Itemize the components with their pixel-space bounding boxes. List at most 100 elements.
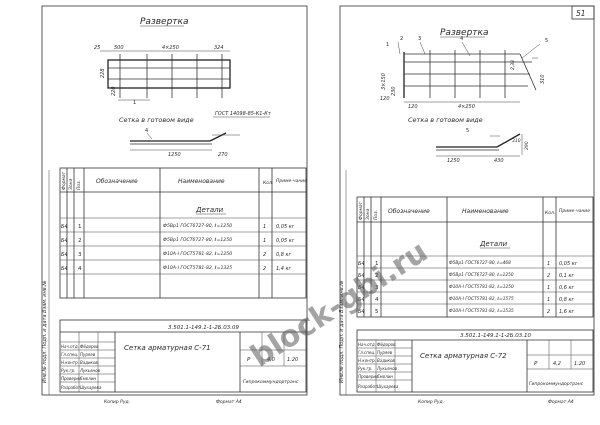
right-row-5-prim: 1,6 кг <box>559 309 575 315</box>
right-role-5: Разработ. <box>358 384 379 389</box>
right-row-3-prim: 0,6 кг <box>559 285 575 291</box>
left-dim-top-0: 25 <box>94 45 100 51</box>
right-row-4: Б4 4 Ф10А-I ГОСТ5781-82, ℓ=1575 1 0,8 кг <box>358 296 575 303</box>
left-mesh-unfolded <box>107 54 231 101</box>
left-row-4-prim: 1,4 кг <box>276 266 292 272</box>
right-role-3: Рук.гр. <box>358 366 372 371</box>
right-name-0: Фёдоров <box>377 342 396 347</box>
right-row-3-fmt: Б4 <box>358 285 365 291</box>
right-spec-table <box>356 196 594 318</box>
right-dim-bottom2-0: 1250 <box>447 158 460 164</box>
right-row-5-naim: Ф10А-I ГОСТ5781-82, ℓ=1535 <box>449 308 514 314</box>
right-row-1: Б4 1 Ф5Вр1 ГОСТ6727-80, ℓ=468 1 0,05 кг <box>358 260 578 267</box>
right-row-4-prim: 0,8 кг <box>559 297 575 303</box>
right-mesh-unfolded <box>403 50 538 103</box>
right-dim-left-0: 3×150 <box>381 73 387 90</box>
left-spec-table <box>59 167 307 299</box>
left-bottom-left: Копир Руд. <box>104 399 130 405</box>
right-row-1-kol: 1 <box>547 261 550 267</box>
left-row-4-pos: 4 <box>78 266 82 272</box>
left-org: Гипрокоммундортранс <box>243 379 299 385</box>
right-hdr-format: Формат <box>358 201 364 220</box>
right-name-3: Лукьянов <box>376 366 398 371</box>
left-dim-top-2: 4×250 <box>162 45 179 51</box>
right-row-5: Б4 5 Ф10А-I ГОСТ5781-82, ℓ=1535 2 1,6 кг <box>358 308 575 315</box>
left-row-3-naim: Ф10А-I ГОСТ5781-82, ℓ=1250 <box>163 251 232 257</box>
left-scale: 1:20 <box>287 357 298 363</box>
left-name-4: Смолин <box>80 376 96 381</box>
left-name-3: Лукьянов <box>79 368 101 373</box>
left-sheet-ref-small: ГОСТ 14098-85-К1-Кт <box>215 111 272 117</box>
left-name-0: Фёдоров <box>80 344 99 349</box>
right-role-4: Проверил <box>358 374 379 379</box>
right-row-5-kol: 2 <box>547 309 550 315</box>
sheet-number-box <box>571 5 595 20</box>
right-name-2: Вадиков <box>377 358 395 363</box>
left-row-2-kol: 1 <box>263 238 266 244</box>
right-sheet-frame <box>339 5 595 396</box>
left-row-2: Б4 2 Ф5Вр1 ГОСТ6727-80, ℓ=1250 1 0,05 кг <box>61 237 295 244</box>
left-hdr-naim: Наименование <box>178 178 225 185</box>
right-row-1-fmt: Б4 <box>358 261 365 267</box>
right-row-4-naim: Ф10А-I ГОСТ5781-82, ℓ=1575 <box>449 296 514 302</box>
left-row-1-pos: 1 <box>78 224 82 230</box>
left-row-3-fmt: Б4 <box>61 252 68 258</box>
right-name-4: Смолин <box>377 374 393 379</box>
right-hdr-prim: Приме-чание <box>559 208 590 214</box>
right-org: Гипрокоммундортранс <box>529 381 584 387</box>
right-razvertka-title: Развертка <box>440 28 488 38</box>
right-mass: 4,2 <box>553 361 561 367</box>
right-hdr-kol: Кол. <box>545 210 555 216</box>
right-row-5-pos: 5 <box>375 309 379 315</box>
right-dim-right2-1: 310 <box>512 138 521 144</box>
left-row-2-naim: Ф5Вр1 ГОСТ6727-80, ℓ=1250 <box>163 237 232 243</box>
left-name-2: Вадиков <box>80 360 98 365</box>
left-section-title: Детали <box>195 206 224 214</box>
left-hdr-pos: Поз. <box>76 180 82 190</box>
left-sheet-frame <box>41 5 308 396</box>
right-row-3-kol: 1 <box>547 285 550 291</box>
left-role-2: Н.контр. <box>61 360 79 365</box>
right-row-1-prim: 0,05 кг <box>559 261 578 267</box>
left-name-1: Пуряев <box>80 352 96 357</box>
right-role-1: Гл.спец. <box>358 350 375 355</box>
left-row-1-kol: 1 <box>263 224 266 230</box>
left-stadia: Р <box>247 357 251 363</box>
left-role-4: Проверил <box>61 376 82 381</box>
right-row-2-pos: 2 <box>375 273 379 279</box>
right-callout-4: 4 <box>460 36 463 42</box>
right-doc-title: Сетка арматурная С-72 <box>420 352 507 360</box>
right-dim-bottom-0: 120 <box>408 104 418 110</box>
right-setka-title: Сетка в готовом виде <box>408 116 483 124</box>
right-row-3-pos: 3 <box>375 285 379 291</box>
left-strip-text: Инв.№ подл. Подп. и дата Взам. инв.№ <box>42 280 48 383</box>
left-hdr-zone: Зона <box>68 178 74 190</box>
right-row-3-naim: Ф10А-I ГОСТ5781-82, ℓ=1250 <box>449 284 514 290</box>
right-name-5: Шухарева <box>377 384 399 389</box>
right-dim-left-2: 120 <box>380 96 390 102</box>
right-row-2-prim: 0,1 кг <box>559 273 575 279</box>
right-name-1: Пуряев <box>377 350 393 355</box>
left-row-4-naim: Ф10А-I ГОСТ5781-82, ℓ=1325 <box>163 265 232 271</box>
right-dim-right-0: 2,38 <box>510 60 516 70</box>
left-dim-left-0: 228 <box>100 68 106 78</box>
right-callout-3: 3 <box>418 36 421 42</box>
left-role-3: Рук.гр. <box>61 368 75 373</box>
left-row-3-pos: 3 <box>78 252 82 258</box>
right-hdr-oboz: Обозначение <box>388 208 430 215</box>
left-razvertka-title: Развертка <box>140 17 188 27</box>
right-role-0: Нач.отд. <box>358 342 376 347</box>
right-hdr-zone: Зона <box>365 208 371 220</box>
left-title-block <box>59 319 307 393</box>
right-row-1-naim: Ф5Вр1 ГОСТ6727-80, ℓ=468 <box>449 260 511 266</box>
right-row-2-naim: Ф5Вр1 ГОСТ6727-80, ℓ=1250 <box>449 272 514 278</box>
right-row-4-kol: 1 <box>547 297 550 303</box>
right-hdr-pos: Поз. <box>373 210 379 220</box>
left-row-3-prim: 0,8 кг <box>276 252 292 258</box>
left-doc-code: 3.501.1-149.1-1-2Б.03.09 <box>168 325 239 331</box>
left-hdr-prim: Приме-чание <box>276 178 307 184</box>
right-row-2-kol: 2 <box>547 273 550 279</box>
sheet-number: 51 <box>576 9 586 18</box>
left-mass: 4,0 <box>267 357 275 363</box>
